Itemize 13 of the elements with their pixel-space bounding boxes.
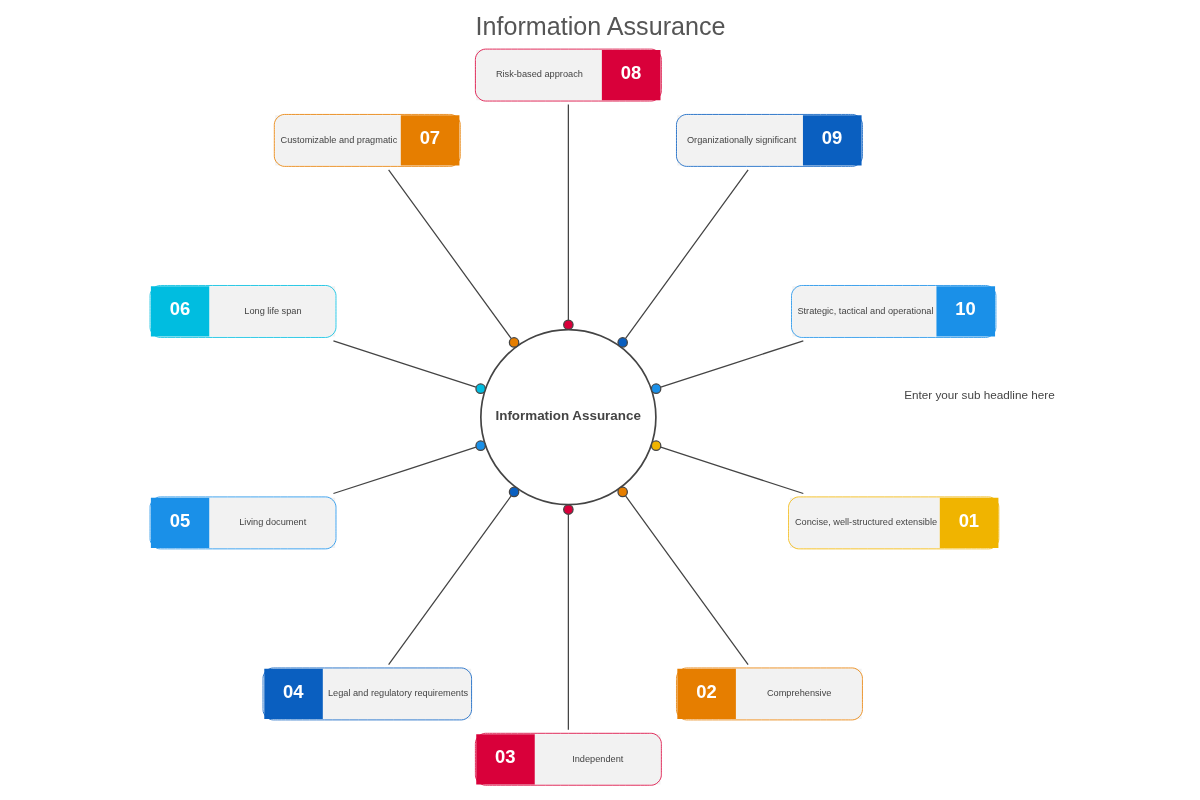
connector <box>650 340 804 394</box>
diagram-title: Information Assurance <box>475 11 726 40</box>
connector <box>617 169 749 348</box>
connector <box>388 486 520 666</box>
node-circle: Information Assurance <box>480 328 657 506</box>
connector <box>563 504 574 731</box>
connector <box>650 440 804 495</box>
connector <box>388 169 520 348</box>
connector <box>332 340 486 394</box>
connector <box>617 486 749 666</box>
connector <box>332 440 486 495</box>
label: Enter your sub headline here <box>904 388 1055 402</box>
connector <box>563 103 574 331</box>
